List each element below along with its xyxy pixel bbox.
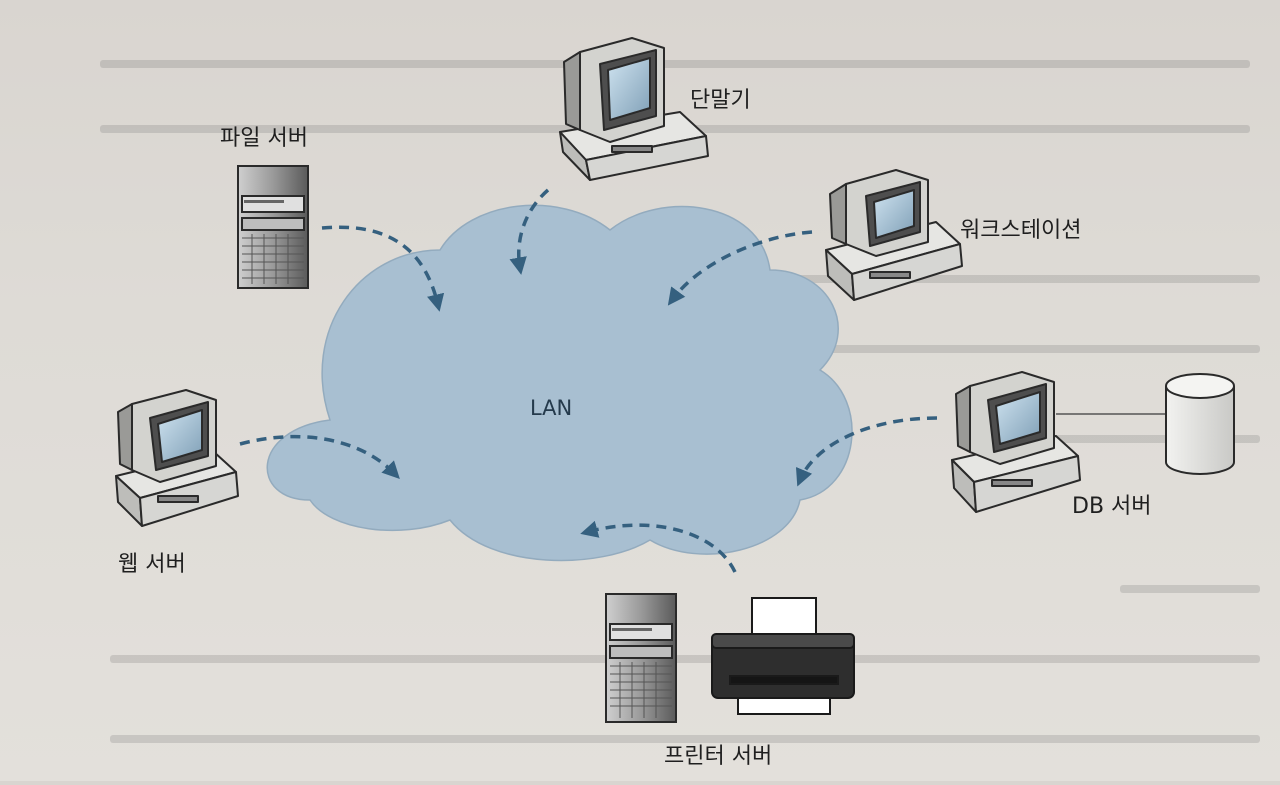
db-server-label: DB 서버 bbox=[1072, 494, 1152, 519]
db-server-computer-icon bbox=[951, 371, 1081, 513]
terminal-computer-icon bbox=[559, 37, 709, 181]
lan-cloud bbox=[266, 204, 853, 562]
workstation-computer-icon bbox=[825, 169, 963, 301]
web-server-label: 웹 서버 bbox=[118, 552, 186, 577]
printer-server-tower-icon bbox=[605, 593, 677, 723]
arrow-db-server bbox=[795, 416, 938, 487]
background-page-texture bbox=[100, 60, 1260, 743]
arrow-web-server bbox=[239, 434, 400, 480]
lan-label: LAN bbox=[530, 396, 573, 420]
file-server-icon bbox=[237, 165, 309, 289]
connection-arrows bbox=[239, 188, 938, 573]
arrow-terminal bbox=[509, 188, 550, 275]
workstation-label: 워크스테이션 bbox=[960, 218, 1082, 243]
file-server-label: 파일 서버 bbox=[220, 126, 308, 151]
arrow-printer-server bbox=[580, 520, 737, 573]
arrow-workstation bbox=[667, 230, 813, 306]
printer-server-label: 프린터 서버 bbox=[664, 744, 773, 769]
printer-icon bbox=[711, 597, 855, 715]
terminal-label: 단말기 bbox=[690, 88, 751, 113]
web-server-computer-icon bbox=[115, 389, 239, 527]
database-icon bbox=[1165, 373, 1235, 475]
arrow-file-server bbox=[321, 225, 445, 312]
